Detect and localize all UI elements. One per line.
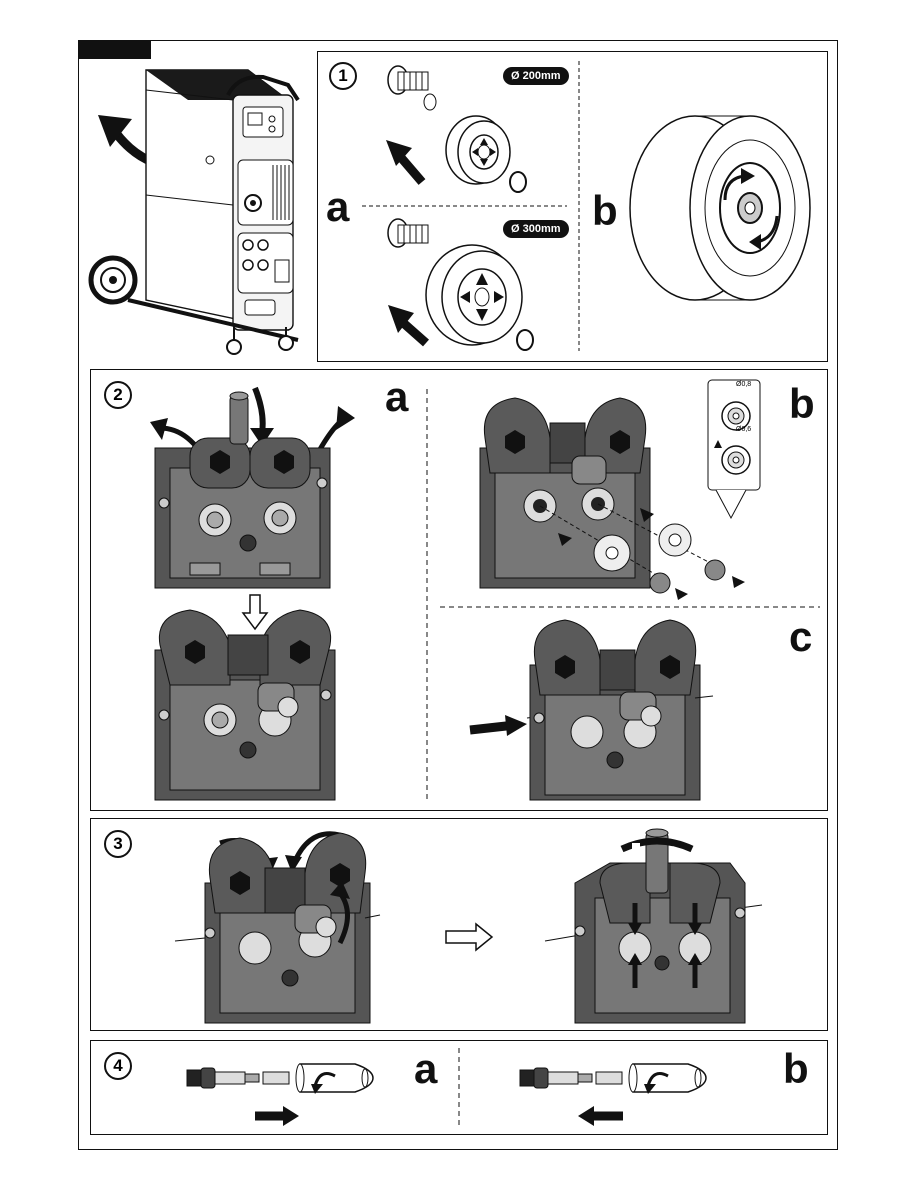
small-spool-illustration bbox=[380, 62, 550, 197]
wire-feeder-roller-fitted-illustration bbox=[465, 610, 725, 805]
wire-feeder-roller-removed-illustration bbox=[150, 595, 340, 805]
large-spool-illustration bbox=[380, 215, 550, 355]
roller-size-callout bbox=[706, 378, 766, 523]
roller-size-bottom-label: Ø0,6 bbox=[736, 426, 751, 433]
roller-size-top-label: Ø0,8 bbox=[736, 381, 751, 388]
wire-feeder-closing-illustration bbox=[170, 823, 390, 1028]
right-arrow-outline bbox=[446, 924, 492, 950]
mounted-spool-illustration bbox=[625, 108, 815, 308]
wire-feeder-open-illustration bbox=[150, 378, 360, 593]
torch-assembly-illustration-a bbox=[185, 1058, 385, 1128]
wire-feeder-closed-tension-illustration: + bbox=[540, 823, 770, 1028]
welding-machine-illustration bbox=[88, 55, 313, 365]
torch-assembly-illustration-b bbox=[518, 1058, 718, 1128]
step-number-3: 3 bbox=[104, 830, 132, 858]
svg-text:+: + bbox=[670, 844, 676, 856]
